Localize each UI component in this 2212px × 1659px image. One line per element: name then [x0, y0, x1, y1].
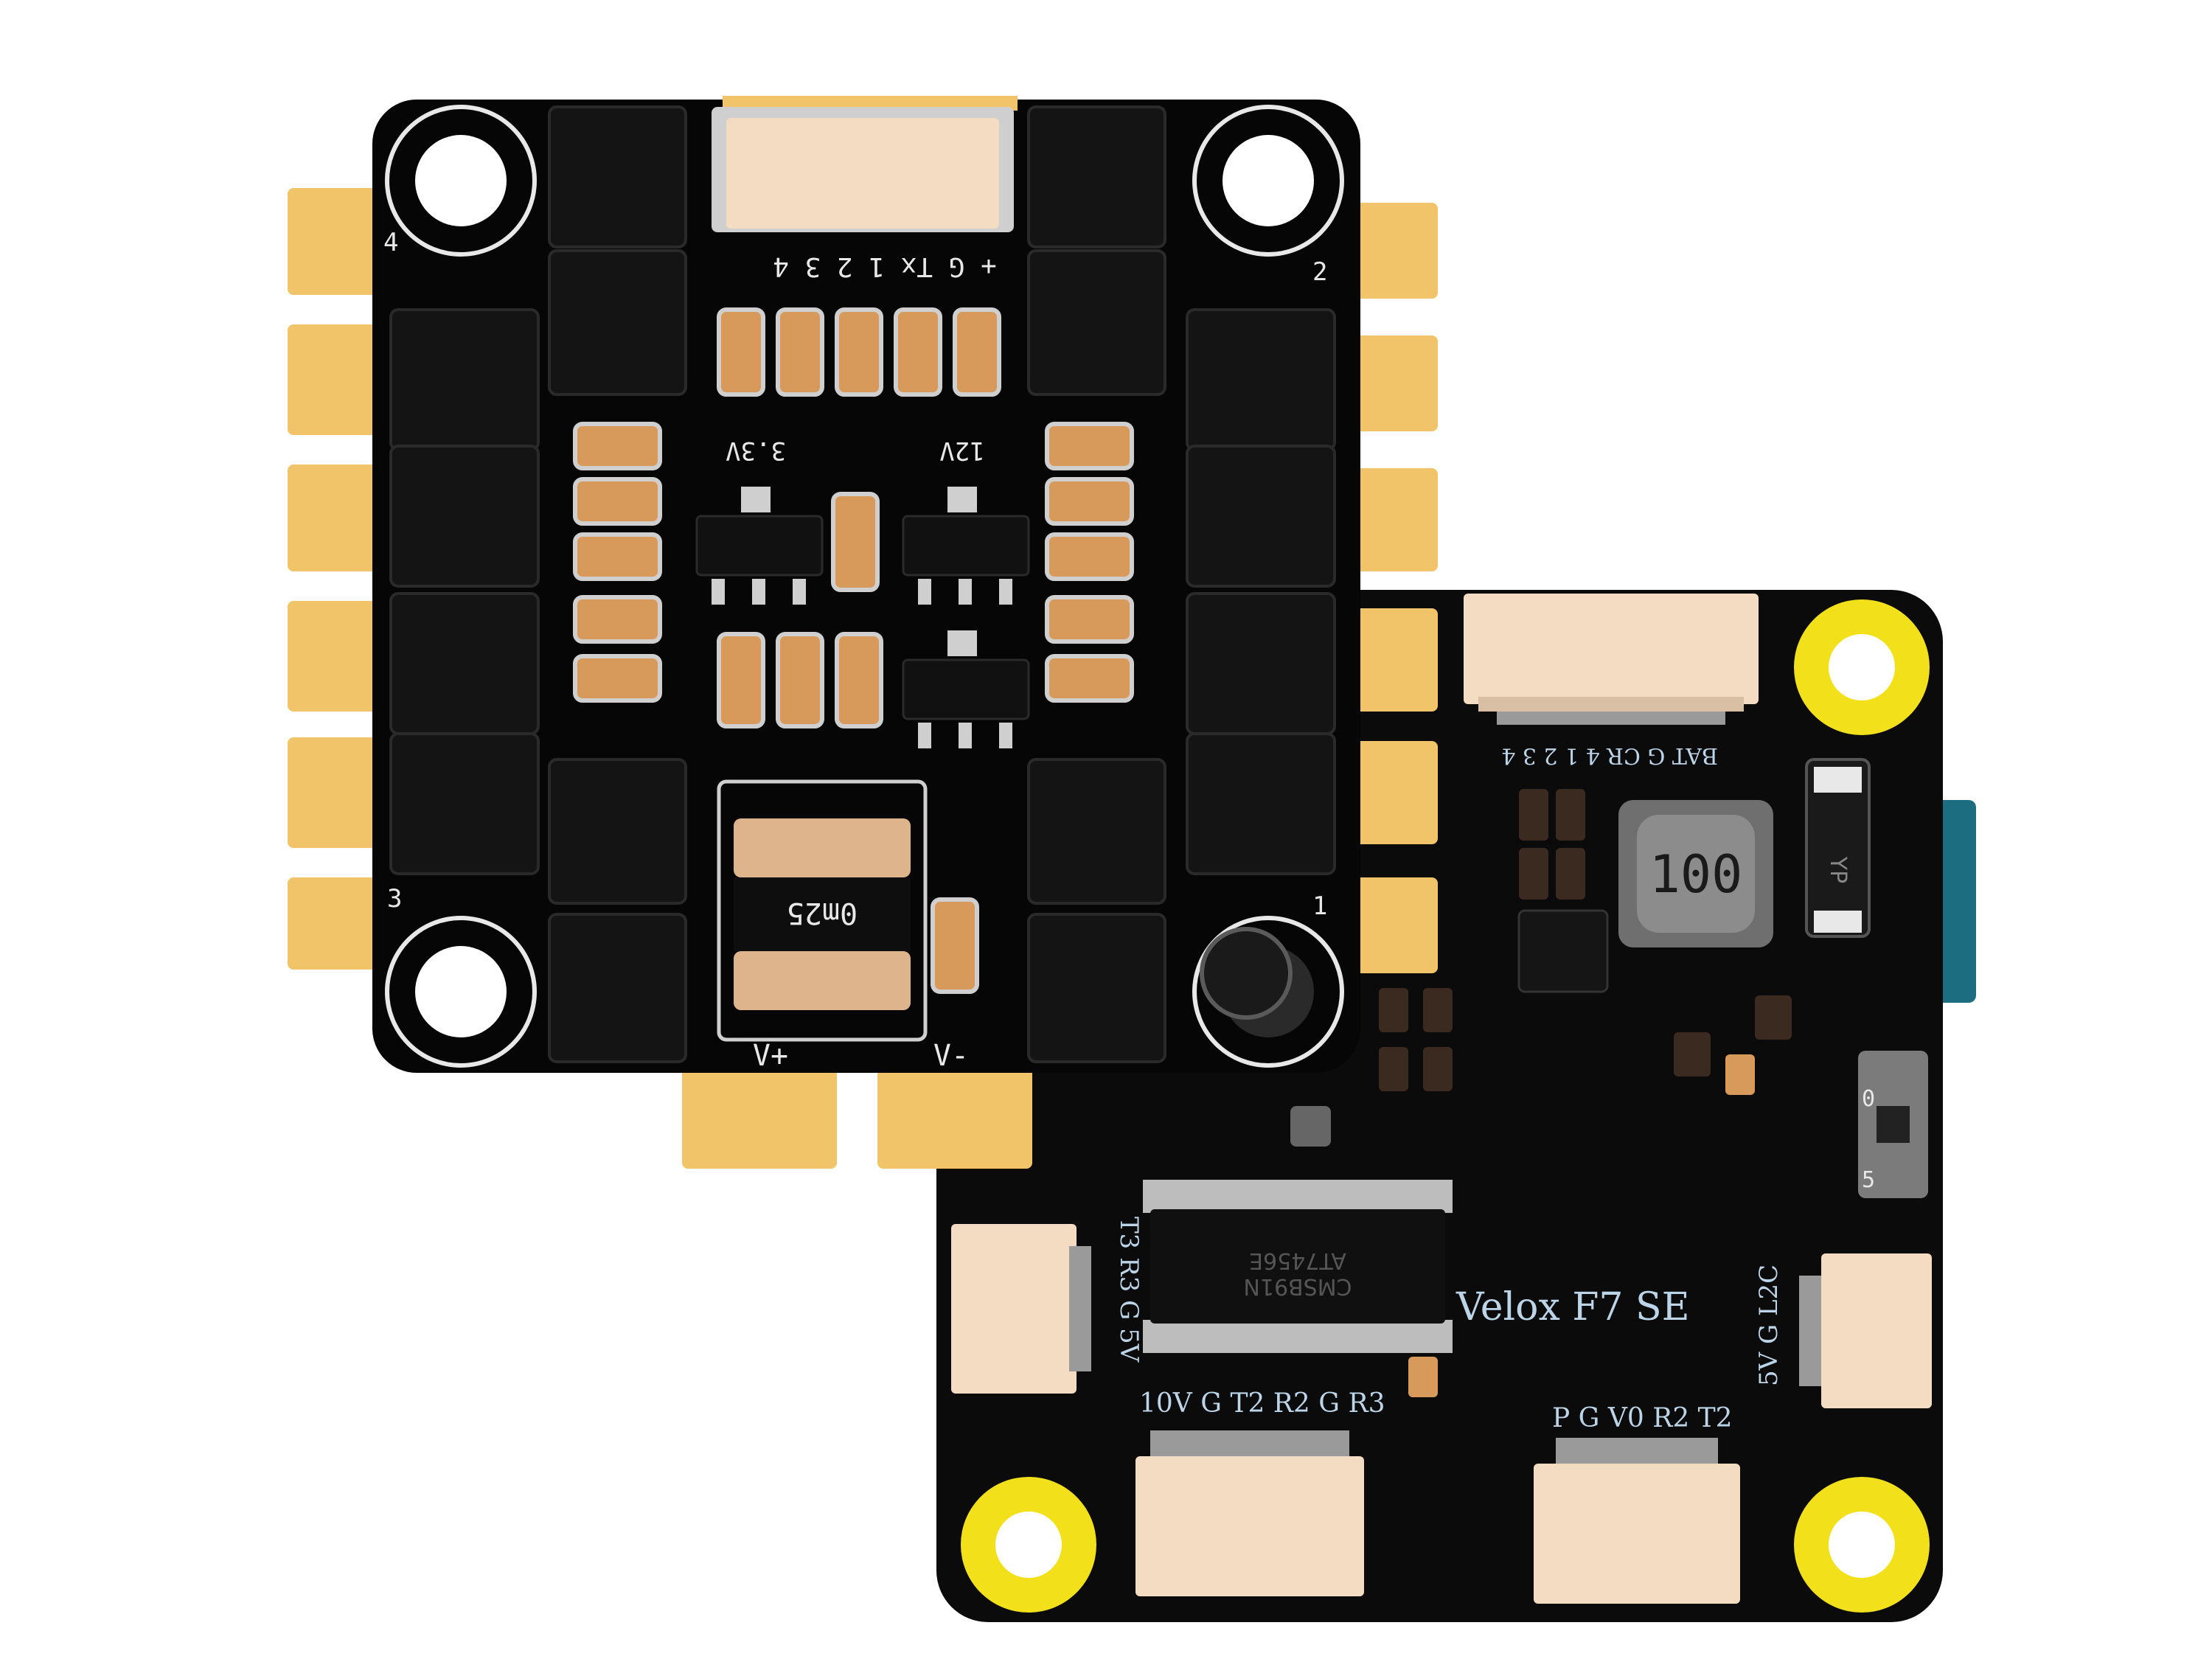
fc-name-label: Velox F7 SE [1455, 1285, 1690, 1329]
chip-label-2: CMSB91N [1243, 1273, 1352, 1299]
inductor-label: 100 [1649, 844, 1742, 905]
motor-label-2: 2 [1312, 257, 1327, 287]
fc-right-port [1799, 1253, 1932, 1408]
esc-connector-pins-label: + G Tx 1 2 3 4 [773, 251, 996, 282]
motor-label-4: 4 [383, 228, 398, 257]
left-port-label: T3 R3 G 5V [1114, 1217, 1144, 1363]
inductor: 100 [1618, 800, 1773, 947]
power-neg-label: V- [933, 1039, 969, 1073]
motor-label-3: 3 [387, 884, 402, 914]
fc-bottom-right-port [1534, 1438, 1740, 1604]
usb-port: 0 5 [1858, 1051, 1928, 1198]
chip-label-1: AT7456E [1249, 1248, 1346, 1273]
corner-capacitor [1200, 927, 1293, 1020]
bottom-left-port-label: 10V G T2 R2 G R3 [1139, 1388, 1385, 1419]
fc-left-port [951, 1224, 1091, 1394]
power-pos-label: V+ [753, 1039, 788, 1073]
usb-label-bottom: 5 [1862, 1167, 1875, 1193]
bottom-right-port-label: P G V0 R2 T2 [1552, 1403, 1733, 1433]
esc-connector-label: BAT G CR 4 1 2 3 4 [1501, 742, 1718, 768]
fc-smd-components [1290, 789, 1792, 1397]
esc-board: + G Tx 1 2 3 4 [288, 96, 1438, 1169]
regulator-3v3-label: 3.3V [726, 436, 786, 465]
esc-motor-numbers: 4 2 3 1 [383, 228, 1327, 921]
esc-motor-pads-left [288, 188, 391, 970]
diode-label: YP [1825, 856, 1851, 883]
esc-mounting-holes [385, 105, 1344, 1068]
motor-label-1: 1 [1312, 891, 1327, 921]
osd-chip: AT7456E CMSB91N [1143, 1180, 1453, 1353]
fc-esc-connector [1464, 594, 1759, 725]
esc-power-pads [682, 1065, 1032, 1169]
esc-capacitors [573, 307, 1134, 994]
shunt-label: 0m25 [787, 896, 858, 930]
regulator-12v-label: 12V [939, 436, 984, 465]
usb-label-top: 0 [1862, 1086, 1875, 1112]
fc-bottom-left-port [1135, 1430, 1364, 1596]
fc-mounting-holes [961, 599, 1930, 1613]
esc-top-connector [712, 107, 1014, 232]
right-port-label: 5V G L2C [1754, 1265, 1784, 1386]
esc-mosfets [389, 105, 1336, 1063]
current-shunt: 0m25 [717, 779, 928, 1042]
esc-regulators [695, 487, 1030, 748]
diode: YP [1805, 758, 1871, 938]
